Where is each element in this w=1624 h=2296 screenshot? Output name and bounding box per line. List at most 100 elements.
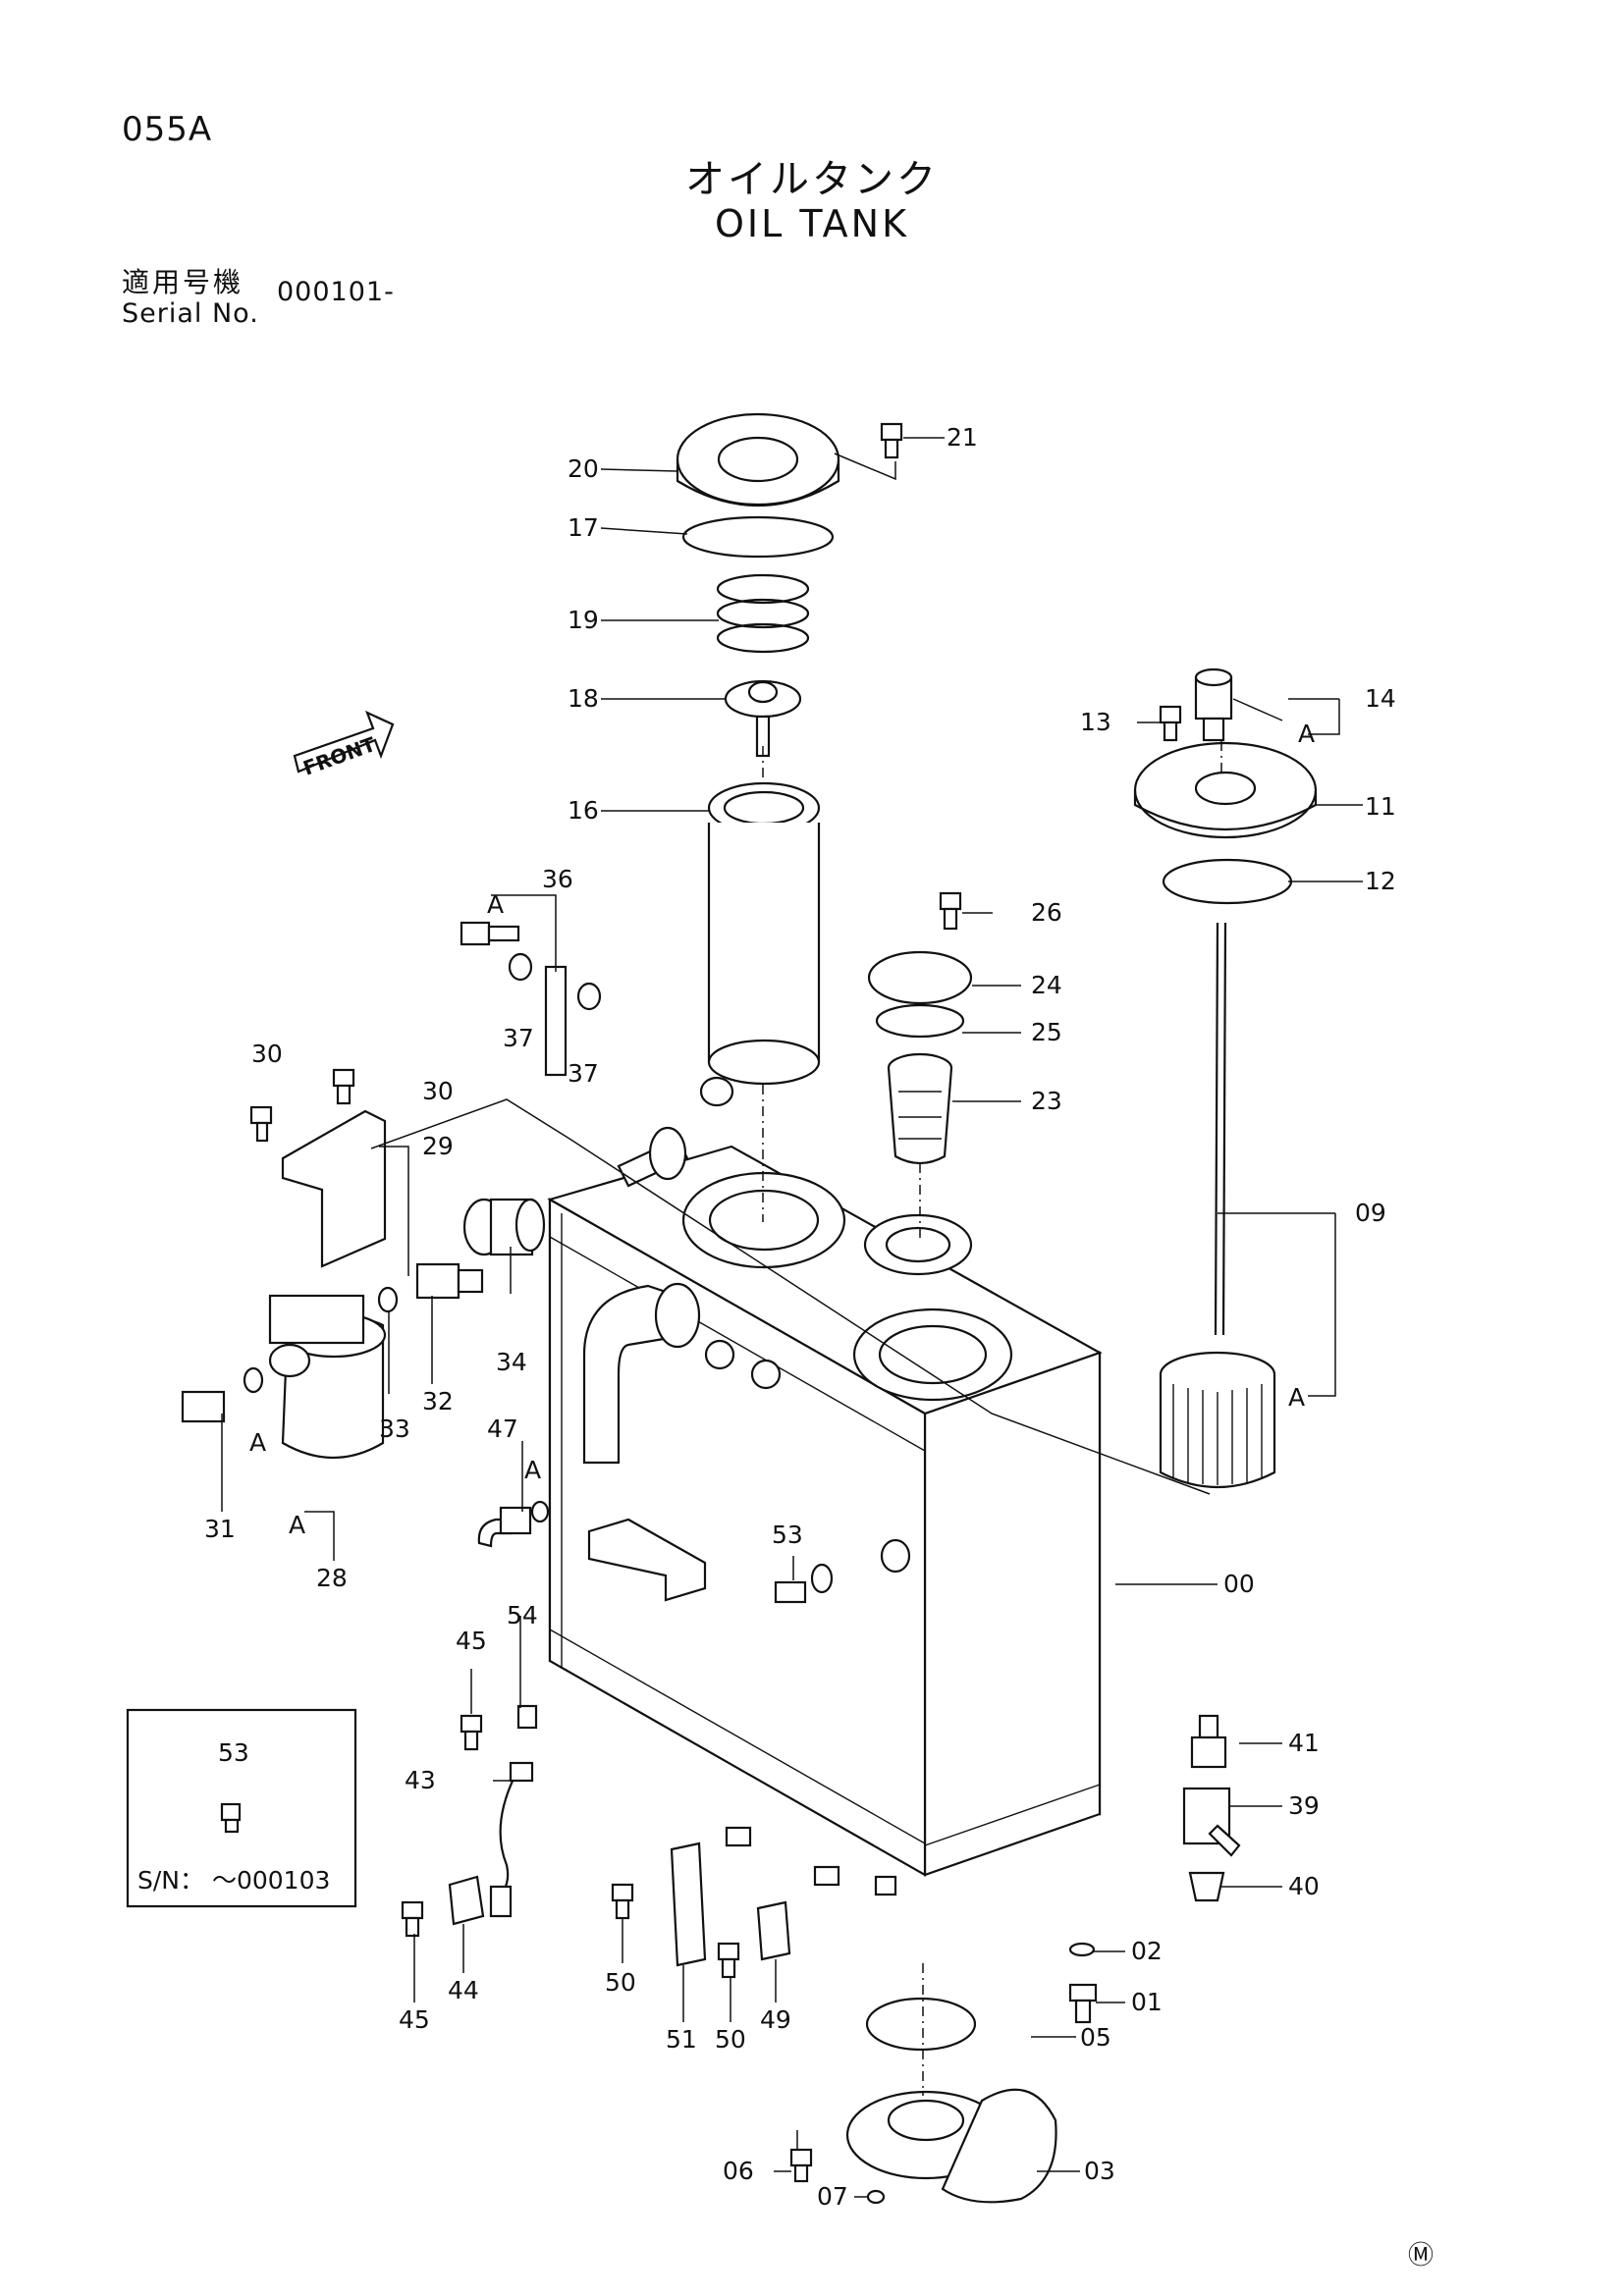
part-45-bolt-a: [460, 1704, 538, 1751]
part-51-bracket: [670, 1842, 707, 1967]
callout-40: 40: [1288, 1872, 1320, 1900]
callout-47: 47: [487, 1415, 518, 1443]
tank-top-ports: [681, 1171, 1013, 1402]
callout-54: 54: [507, 1601, 538, 1629]
part-13-bolt: [1159, 705, 1182, 742]
part-05-gasket: [865, 1997, 977, 2052]
part-37-washer-a: [508, 952, 533, 982]
bracket-pad-b: [813, 1865, 840, 1887]
callout-09: 09: [1355, 1199, 1386, 1227]
callout-39: 39: [1288, 1791, 1320, 1820]
callout-17: 17: [568, 513, 599, 542]
part-29-bracket: [281, 1109, 387, 1268]
serial-label-english: Serial No.: [122, 298, 259, 329]
inset-box-serial-53: 53 S/N： ～000103: [126, 1708, 357, 1908]
callout-18: 18: [568, 684, 599, 713]
callout-23: 23: [1031, 1087, 1062, 1115]
callout-50-b: 50: [715, 2025, 746, 2054]
part-06-bolt: [789, 2148, 813, 2183]
group-marker-a-09: A: [1288, 1383, 1305, 1412]
callout-41: 41: [1288, 1729, 1320, 1757]
group-markers: A A A A A A: [249, 720, 1315, 1539]
suction-elbow-pipe: [582, 1282, 782, 1465]
part-45-bolt-b: [401, 1900, 424, 1938]
part-02-washer: [1068, 1942, 1096, 1957]
bracket-pad-c: [874, 1875, 897, 1896]
leader-lines: [221, 437, 1363, 2198]
callout-44: 44: [448, 1976, 479, 2004]
part-43-harness: [489, 1761, 534, 1918]
inset-part-number: 53: [218, 1738, 249, 1767]
part-26-bolt: [939, 891, 962, 931]
callout-07: 07: [817, 2182, 848, 2211]
part-54-bracket: [587, 1518, 707, 1602]
part-50-bolt-b: [717, 1942, 740, 1979]
part-31-connector: [181, 1366, 264, 1423]
callout-34: 34: [496, 1348, 527, 1376]
callout-06: 06: [723, 2157, 754, 2185]
callout-53: 53: [772, 1521, 803, 1549]
group-marker-a-28: A: [289, 1511, 305, 1539]
part-49-bracket: [756, 1900, 791, 1961]
callout-14: 14: [1365, 684, 1396, 713]
callout-12: 12: [1365, 867, 1396, 895]
callout-19: 19: [568, 606, 599, 634]
oil-tank-body: [547, 1145, 1103, 1877]
group-marker-a-31: A: [249, 1428, 266, 1457]
part-34-flange-pipe: [462, 1198, 546, 1256]
callout-45-a: 45: [456, 1627, 487, 1655]
part-28-line-filter: [268, 1294, 387, 1459]
part-18-valve: [724, 679, 802, 758]
callout-03: 03: [1084, 2157, 1115, 2185]
part-20-cover: [676, 412, 840, 507]
callout-30-a: 30: [251, 1040, 283, 1068]
callout-05: 05: [1080, 2023, 1111, 2052]
part-14-air-breather: [1194, 667, 1233, 742]
callout-28: 28: [316, 1564, 348, 1592]
page-code: 055A: [122, 110, 213, 149]
part-40-plug: [1188, 1871, 1225, 1902]
part-44-clip: [448, 1875, 485, 1926]
callout-30-b: 30: [422, 1077, 454, 1105]
part-50-bolt-a: [611, 1883, 634, 1920]
group-marker-a-14: A: [1298, 720, 1315, 748]
part-01-drain-plug: [1068, 1983, 1098, 2024]
callout-32: 32: [422, 1387, 454, 1415]
group-marker-a-47: A: [524, 1456, 541, 1484]
callout-21: 21: [947, 423, 978, 452]
serial-number-value: 000101-: [277, 277, 395, 307]
callout-labels: 20 21 17 19 18 16 14 13 11 12 36 37 37 2…: [204, 423, 1396, 2211]
part-23-strainer: [887, 1052, 953, 1165]
part-09-suction-filter: [1159, 922, 1276, 1489]
part-03-suction-flange: [845, 2088, 1057, 2204]
callout-49: 49: [760, 2005, 791, 2034]
callout-26: 26: [1031, 898, 1062, 927]
serial-label-japanese: 適用号機: [122, 266, 244, 298]
callout-37-a: 37: [503, 1024, 534, 1052]
part-12-gasket: [1162, 858, 1293, 905]
callout-25: 25: [1031, 1018, 1062, 1046]
part-16-strainer: [707, 781, 821, 1086]
callout-13: 13: [1080, 708, 1111, 736]
part-39-drain-valve: [1182, 1787, 1241, 1857]
part-32-adapter: [415, 1262, 484, 1300]
callout-01: 01: [1131, 1988, 1163, 2016]
part-53-sensor: [774, 1538, 911, 1604]
title-english: OIL TANK: [715, 202, 909, 245]
callout-51: 51: [666, 2025, 697, 2054]
callout-50-a: 50: [605, 1968, 636, 1997]
part-21-bolt: [880, 422, 903, 459]
copyright-mark: Ⓜ: [1408, 2241, 1434, 2270]
part-37-washer-b: [576, 982, 602, 1011]
part-25-gasket: [875, 1003, 965, 1039]
callout-29: 29: [422, 1132, 454, 1160]
callout-11: 11: [1365, 792, 1396, 821]
part-30-bolt-b: [332, 1068, 355, 1105]
bracket-pad-a: [725, 1826, 752, 1847]
inset-serial-note: S/N： ～000103: [137, 1866, 330, 1895]
callout-37-b: 37: [568, 1059, 599, 1088]
front-direction-arrow: FRONT: [293, 710, 395, 780]
callout-02: 02: [1131, 1937, 1163, 1965]
part-41-fitting: [1190, 1714, 1227, 1769]
